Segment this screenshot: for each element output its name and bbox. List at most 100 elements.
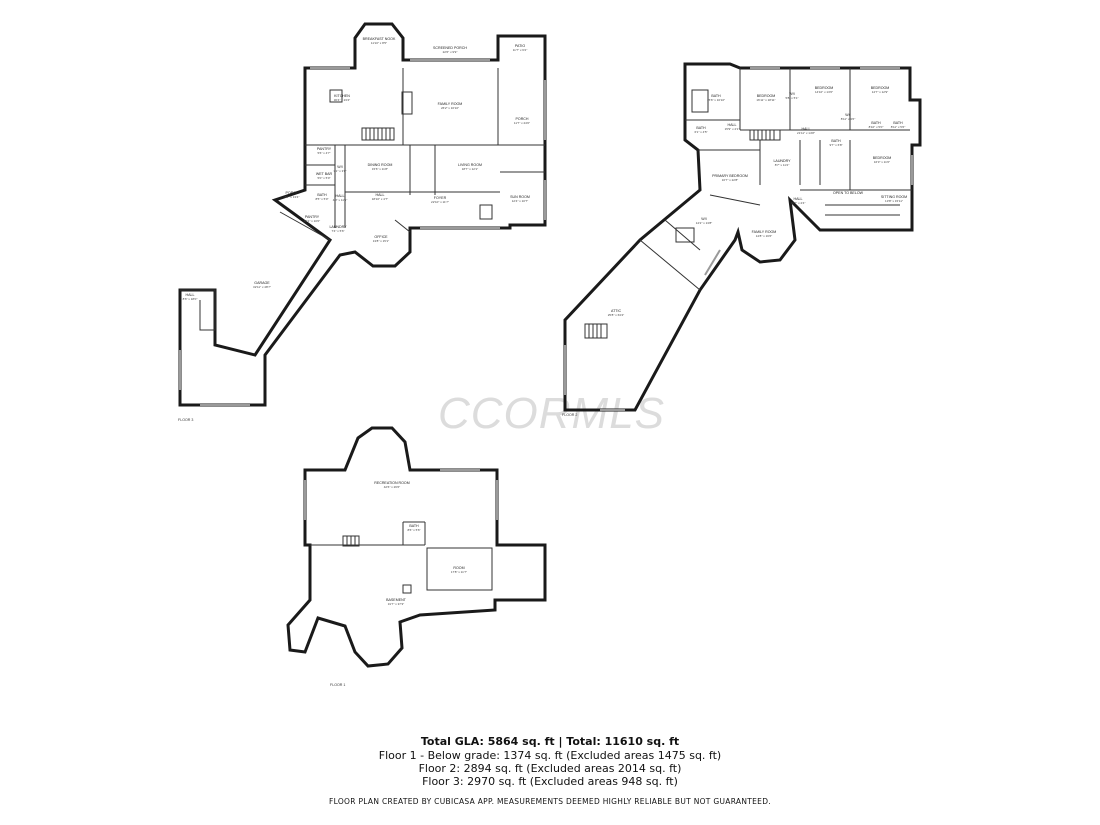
svg-text:BREAKFAST NOOK: BREAKFAST NOOK [363,37,396,41]
svg-text:HALL: HALL [376,193,385,197]
svg-text:KITCHEN: KITCHEN [334,94,350,98]
svg-text:W/I: W/I [845,113,850,117]
svg-text:SCREENED PORCH: SCREENED PORCH [433,46,467,50]
svg-text:9'7" x 6'8": 9'7" x 6'8" [829,143,842,147]
svg-text:6'1" x 4'5": 6'1" x 4'5" [694,130,707,134]
svg-text:BASEMENT: BASEMENT [386,598,407,602]
disclaimer: FLOOR PLAN CREATED BY CUBICASA APP. MEAS… [329,797,771,806]
svg-text:11'10" x 8'5": 11'10" x 8'5" [371,41,387,45]
svg-text:DINING ROOM: DINING ROOM [368,163,393,167]
svg-text:5'0" x 5'0": 5'0" x 5'0" [317,176,330,180]
svg-text:PATIO: PATIO [515,44,525,48]
svg-text:18'10" x 4'7": 18'10" x 4'7" [372,197,388,201]
svg-text:11'7" x 6'2": 11'7" x 6'2" [513,48,528,52]
svg-text:42'6" x 26'6": 42'6" x 26'6" [384,485,400,489]
svg-text:ROOM: ROOM [453,566,464,570]
svg-text:8'11" x 4'6": 8'11" x 4'6" [841,117,856,121]
svg-text:HALL: HALL [186,293,195,297]
svg-text:BEDROOM: BEDROOM [757,94,776,98]
svg-text:BATH: BATH [711,94,721,98]
svg-text:25'8" x 63'4": 25'8" x 63'4" [608,313,624,317]
stairs-upper [584,129,781,339]
svg-text:WET BAR: WET BAR [316,172,333,176]
svg-text:5'8" x 5'1": 5'8" x 5'1" [785,96,798,100]
svg-text:ATTIC: ATTIC [611,309,622,313]
floor-label-upper: FLOOR 2 [562,413,577,417]
svg-text:W/I: W/I [789,92,794,96]
svg-text:FAMILY ROOM: FAMILY ROOM [752,230,777,234]
svg-text:16'3" x 11'6": 16'3" x 11'6" [874,160,890,164]
svg-text:8'6" x 5'6": 8'6" x 5'6" [407,528,420,532]
svg-text:16'7" x 22'8": 16'7" x 22'8" [722,178,738,182]
svg-text:OFFICE: OFFICE [374,235,388,239]
svg-text:W/I: W/I [337,165,342,169]
room-open-to-below: OPEN TO BELOW [833,191,864,195]
svg-text:12'4" x 10'7": 12'4" x 10'7" [512,199,528,203]
svg-text:SUN ROOM: SUN ROOM [510,195,530,199]
svg-text:LAUNDRY: LAUNDRY [773,159,791,163]
watermark: CCORMLS [438,389,665,438]
floor-label-lower: FLOOR 1 [330,683,345,687]
svg-text:8'11" x 5'6": 8'11" x 5'6" [891,125,906,129]
svg-text:26'2" x 16'10": 26'2" x 16'10" [441,106,459,110]
svg-text:5'6" x 4'7": 5'6" x 4'7" [317,151,330,155]
svg-text:14'2" x 13'8": 14'2" x 13'8" [696,221,712,225]
floor-1-area: Floor 1 - Below grade: 1374 sq. ft (Excl… [378,749,722,762]
svg-text:13'8" x 15'1": 13'8" x 15'1" [373,239,389,243]
svg-text:22'6" x 9'9": 22'6" x 9'9" [443,50,458,54]
svg-text:4'0" x 11'6": 4'0" x 11'6" [333,198,348,202]
svg-text:HALL: HALL [802,127,811,131]
svg-text:HALL: HALL [336,194,345,198]
svg-text:15'6" x 16'10": 15'6" x 16'10" [707,98,725,102]
svg-text:14'8" x 16'6": 14'8" x 16'6" [756,234,772,238]
svg-text:13'8" x 15'11": 13'8" x 15'11" [885,199,903,203]
svg-text:BEDROOM: BEDROOM [815,86,834,90]
svg-text:PANTRY: PANTRY [305,215,320,219]
svg-text:HALL: HALL [728,123,737,127]
svg-text:14'7" x 12'9": 14'7" x 12'9" [872,90,888,94]
svg-text:LAUNDRY: LAUNDRY [329,225,347,229]
closet [479,204,493,220]
svg-text:8'10" x 5'0": 8'10" x 5'0" [869,125,884,129]
svg-text:8'7" x 11'2": 8'7" x 11'2" [775,163,790,167]
svg-text:W/I: W/I [701,217,706,221]
support-column [402,584,412,594]
svg-text:14'10" x 13'6": 14'10" x 13'6" [815,90,833,94]
svg-text:BATH: BATH [317,193,327,197]
kitchen-island [329,89,343,103]
svg-text:PORCH: PORCH [286,191,299,195]
room-walk-in-upper: W/I14'2" x 13'8" [696,217,712,225]
svg-text:PORCH: PORCH [516,117,529,121]
svg-text:GARAGE: GARAGE [254,281,270,285]
svg-text:15'6" x 11'8": 15'6" x 11'8" [372,167,388,171]
room-walk-in: W/I3'1" x 3'0" [333,165,346,173]
svg-text:PRIMARY BEDROOM: PRIMARY BEDROOM [712,174,748,178]
floor-3-area: Floor 3: 2970 sq. ft (Excluded areas 948… [422,775,678,788]
